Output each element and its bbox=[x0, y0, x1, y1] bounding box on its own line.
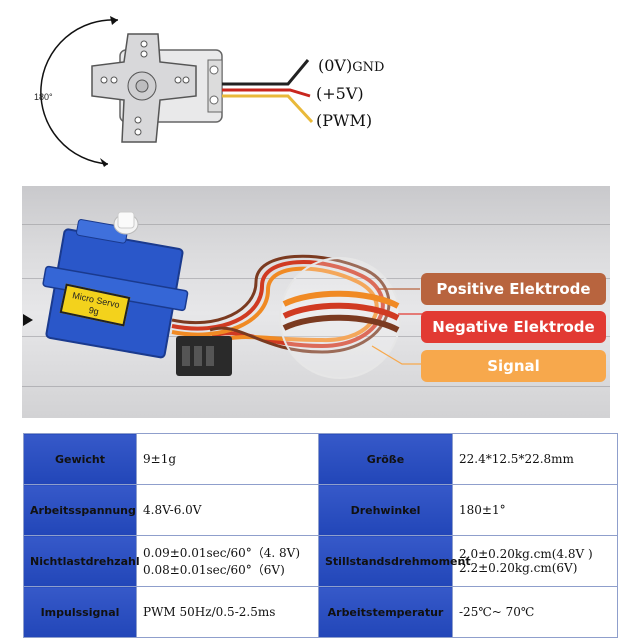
spec-key: Gewicht bbox=[23, 433, 137, 485]
spec-key: Nichtlastdrehzahl bbox=[23, 535, 140, 587]
servo-outline-drawing bbox=[40, 16, 314, 167]
table-row: Nichtlastdrehzahl 0.09±0.01sec/60°（4. 8V… bbox=[23, 535, 618, 587]
positive-electrode-pill: Positive Elektrode bbox=[421, 273, 606, 305]
ground-voltage: (0V) bbox=[318, 56, 353, 75]
wood-grain-line bbox=[22, 336, 610, 337]
wood-grain-line bbox=[22, 278, 610, 279]
spec-value: -25℃~ 70℃ bbox=[452, 586, 618, 638]
spec-value: PWM 50Hz/0.5-2.5ms bbox=[136, 586, 319, 638]
negative-electrode-pill: Negative Elektrode bbox=[421, 311, 606, 343]
signal-pill: Signal bbox=[421, 350, 606, 382]
ground-name: GND bbox=[352, 60, 385, 75]
power-wire-label: (+5V) bbox=[316, 84, 364, 103]
spec-value: 0.09±0.01sec/60°（4. 8V) 0.08±0.01sec/60°… bbox=[136, 535, 319, 587]
servo-weight-text: 9g bbox=[87, 304, 100, 317]
spec-key: Arbeitstemperatur bbox=[318, 586, 453, 638]
rotation-angle-label: 180° bbox=[34, 92, 53, 102]
spec-key: Größe bbox=[318, 433, 453, 485]
pwm-wire-label: (PWM) bbox=[316, 111, 373, 130]
wood-grain-line bbox=[22, 386, 610, 387]
servo-wiring-diagram: 180° (0V)GND (+5V) (PWM) bbox=[0, 0, 640, 180]
table-row: Arbeitsspannung 4.8V-6.0V Drehwinkel 180… bbox=[23, 484, 618, 536]
spec-key: Impulssignal bbox=[23, 586, 137, 638]
spec-value: 9±1g bbox=[136, 433, 319, 485]
arrow-marker-icon bbox=[23, 314, 33, 326]
spec-value: 180±1° bbox=[452, 484, 618, 536]
ground-wire-label: (0V)GND bbox=[318, 56, 384, 75]
wood-grain-line bbox=[22, 224, 610, 225]
spec-value-line: 0.09±0.01sec/60°（4. 8V) bbox=[143, 546, 301, 560]
spec-value: 22.4*12.5*22.8mm bbox=[452, 433, 618, 485]
spec-key: Drehwinkel bbox=[318, 484, 453, 536]
spec-key: Stillstandsdrehmoment bbox=[318, 535, 471, 587]
table-row: Impulssignal PWM 50Hz/0.5-2.5ms Arbeitst… bbox=[23, 586, 618, 638]
spec-value: 2.0±0.20kg.cm(4.8V ) 2.2±0.20kg.cm(6V) bbox=[452, 535, 618, 587]
spec-table: Gewicht 9±1g Größe 22.4*12.5*22.8mm Arbe… bbox=[23, 433, 618, 638]
spec-value-line: 0.08±0.01sec/60°（6V) bbox=[143, 563, 285, 577]
spec-value-line: 2.0±0.20kg.cm(4.8V ) bbox=[459, 547, 593, 561]
spec-key: Arbeitsspannung bbox=[23, 484, 137, 536]
spec-value: 4.8V-6.0V bbox=[136, 484, 319, 536]
spec-value-line: 2.2±0.20kg.cm(6V) bbox=[459, 561, 578, 575]
table-row: Gewicht 9±1g Größe 22.4*12.5*22.8mm bbox=[23, 433, 618, 485]
